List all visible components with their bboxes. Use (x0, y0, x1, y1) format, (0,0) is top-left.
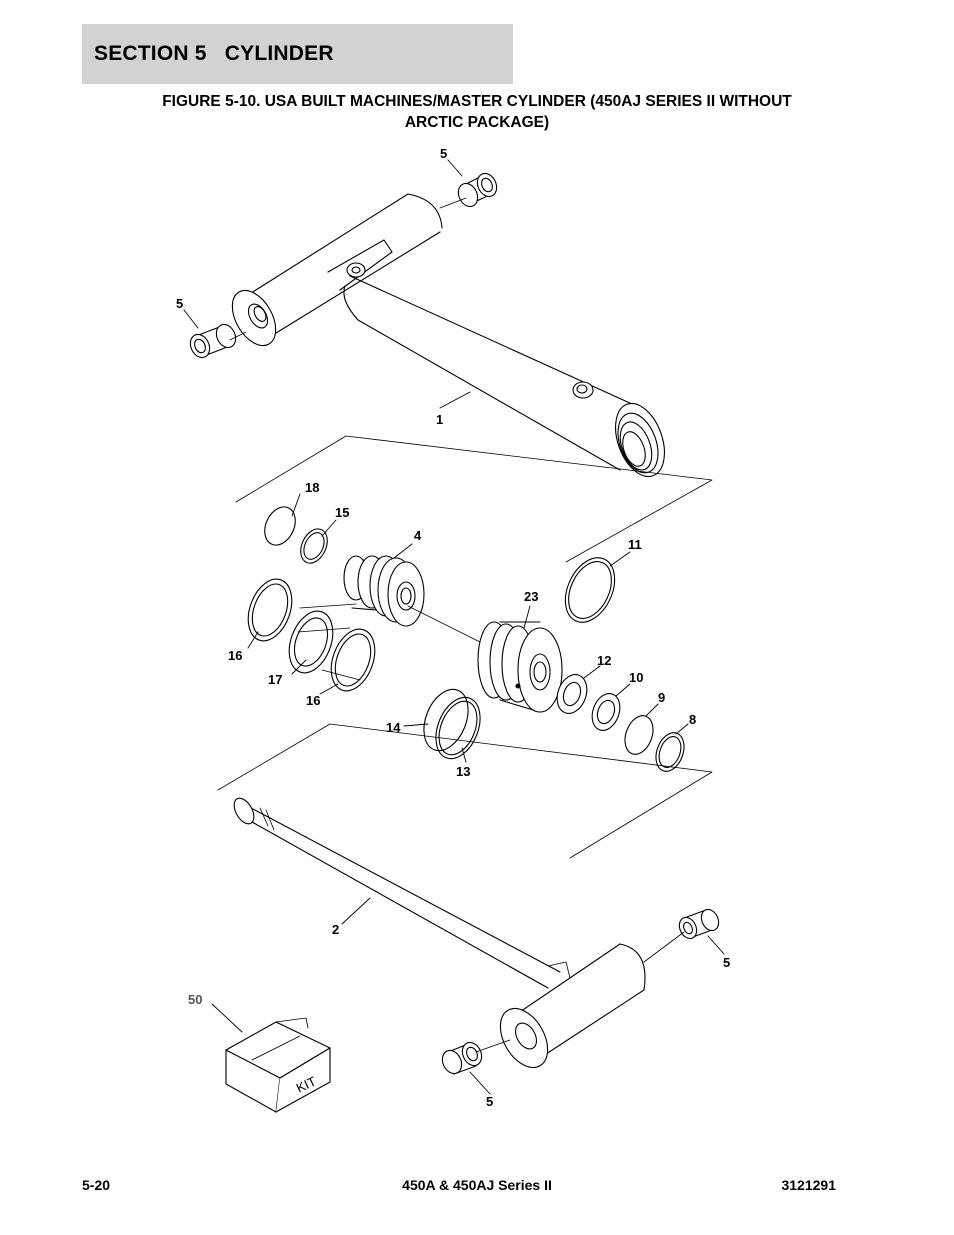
spacer-part-12 (556, 674, 588, 714)
seal-part-16-bottom (330, 628, 376, 692)
gland-part (343, 555, 425, 627)
figure-title-line-1: FIGURE 5-10. USA BUILT MACHINES/MASTER C… (162, 93, 792, 110)
callout-14: 14 (386, 720, 401, 735)
figure-title: FIGURE 5-10. USA BUILT MACHINES/MASTER C… (82, 91, 872, 133)
bushing-part-left (189, 323, 237, 359)
seal-part-17 (288, 610, 334, 674)
callout-18: 18 (305, 480, 319, 495)
callout-10: 10 (629, 670, 643, 685)
cylinder-barrel-part (231, 193, 665, 478)
callout-11: 11 (628, 537, 642, 552)
footer-page-number: 5-20 (82, 1177, 111, 1193)
callout-5-top: 5 (440, 146, 447, 161)
callout-13: 13 (456, 764, 470, 779)
seal-kit-box: KIT (225, 1017, 331, 1113)
seal-part-13 (435, 696, 481, 760)
bushing-part-bottom (441, 1041, 483, 1075)
retaining-ring-part (264, 506, 296, 546)
o-ring-part-11 (564, 557, 616, 623)
figure-title-line-2: ARCTIC PACKAGE) (404, 114, 550, 131)
seal-part-14 (423, 688, 469, 752)
callout-9: 9 (658, 690, 665, 705)
leader-lines (183, 159, 725, 1095)
assembly-plane-lower (217, 723, 713, 859)
callout-23: 23 (524, 589, 538, 604)
callout-17: 17 (268, 672, 282, 687)
bushing-part-top (457, 172, 498, 208)
callout-1: 1 (436, 412, 443, 427)
callout-8: 8 (689, 712, 696, 727)
seal-part-16-left (247, 578, 293, 642)
callout-16-left: 16 (228, 648, 242, 663)
rod-part (233, 797, 646, 1069)
callout-5-bottom: 5 (486, 1094, 493, 1109)
section-banner: SECTION 5 CYLINDER (82, 24, 513, 84)
nut-part-10 (591, 693, 621, 731)
section-title: SECTION 5 CYLINDER (94, 42, 334, 65)
piston-part (477, 621, 563, 713)
footer-model: 450A & 450AJ Series II (402, 1177, 552, 1193)
footer-doc-number: 3121291 (781, 1177, 836, 1193)
callout-50: 50 (188, 992, 202, 1007)
callout-16-bottom: 16 (306, 693, 320, 708)
assembly-plane-upper (235, 435, 713, 563)
callout-5-left: 5 (176, 296, 183, 311)
callout-2: 2 (332, 922, 339, 937)
callout-4: 4 (414, 528, 422, 543)
ring-part-9 (624, 715, 654, 755)
callout-15: 15 (335, 505, 349, 520)
callout-12: 12 (597, 653, 611, 668)
wear-ring-part-15 (300, 528, 328, 564)
callout-5-right: 5 (723, 955, 730, 970)
bushing-part-right (678, 908, 720, 940)
